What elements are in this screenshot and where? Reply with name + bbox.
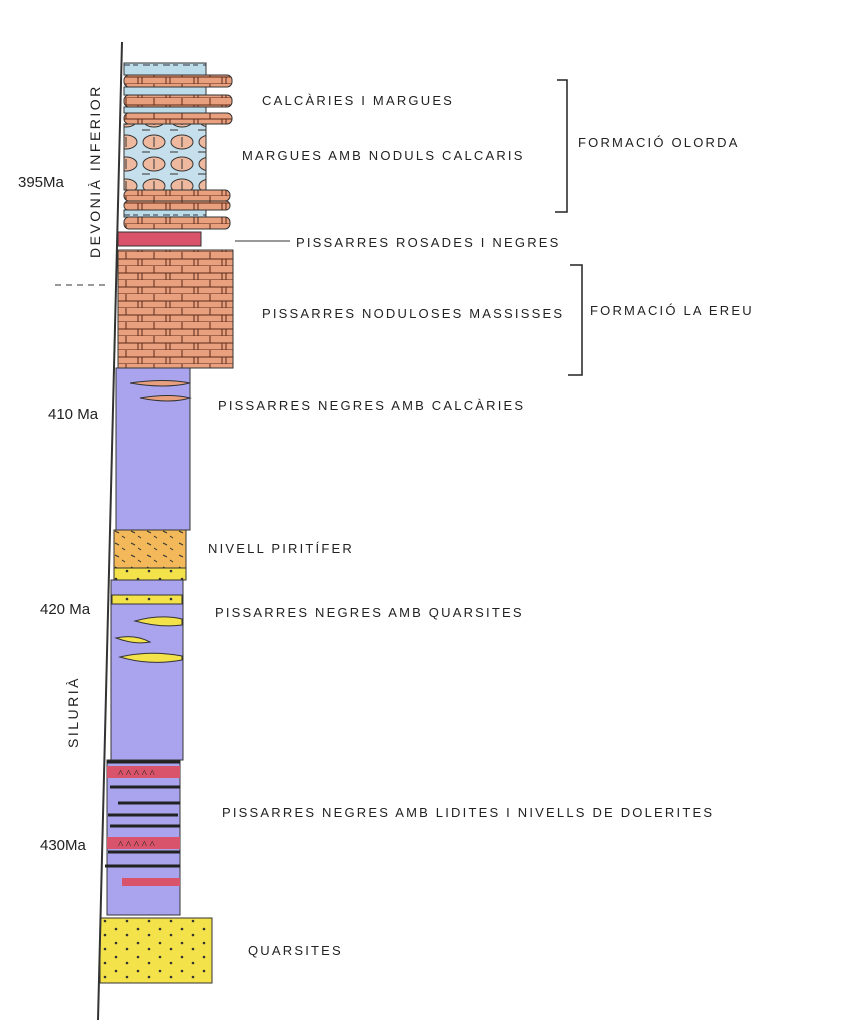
bracket-la-ereu [568, 264, 583, 376]
layer-quarsites [99, 917, 213, 984]
unit-label: NIVELL PIRITÍFER [208, 541, 354, 556]
age-410: 410 Ma [48, 406, 99, 423]
lidite-and-dolerite-bands [105, 760, 180, 868]
period-devonia-inferior: DEVONIÀ INFERIOR [87, 84, 103, 258]
column-axis [97, 41, 123, 1021]
formation-la-ereu: FORMACIÓ LA EREU [590, 303, 754, 318]
unit-label: QUARSITES [248, 943, 343, 958]
layer-margues-noduls [123, 123, 207, 191]
age-430: 430Ma [40, 837, 87, 854]
unit-label: MARGUES AMB NODULS CALCARIS [242, 148, 525, 163]
layer-quarsita-band [113, 567, 187, 581]
svg-text:^ ^ ^ ^ ^: ^ ^ ^ ^ ^ [118, 768, 156, 780]
unit-label: PISSARRES NEGRES AMB QUARSITES [215, 605, 524, 620]
layer-calcaries-margues [123, 62, 233, 125]
layer-pissarres-quarsites [110, 579, 184, 761]
layer-pissarres-calcaries [115, 367, 191, 531]
period-siluria: SILURIÀ [65, 676, 81, 748]
age-395: 395Ma [18, 174, 65, 191]
age-420: 420 Ma [40, 601, 91, 618]
layer-pissarres-noduloses [117, 249, 234, 369]
unit-label: PISSARRES NEGRES AMB LIDITES I NIVELLS D… [222, 805, 714, 820]
layer-calcaries-upper [123, 189, 231, 230]
bracket-olorda [555, 79, 568, 213]
layer-nivell-piritifer [113, 529, 187, 569]
formation-olorda: FORMACIÓ OLORDA [578, 135, 740, 150]
layer-pissarres-rosades [117, 231, 202, 247]
unit-label: CALCÀRIES I MARGUES [262, 93, 454, 108]
unit-label: PISSARRES ROSADES I NEGRES [296, 235, 561, 250]
unit-label: PISSARRES NODULOSES MASSISSES [262, 306, 564, 321]
svg-text:^ ^ ^ ^ ^: ^ ^ ^ ^ ^ [118, 839, 156, 851]
unit-label: PISSARRES NEGRES AMB CALCÀRIES [218, 398, 525, 413]
